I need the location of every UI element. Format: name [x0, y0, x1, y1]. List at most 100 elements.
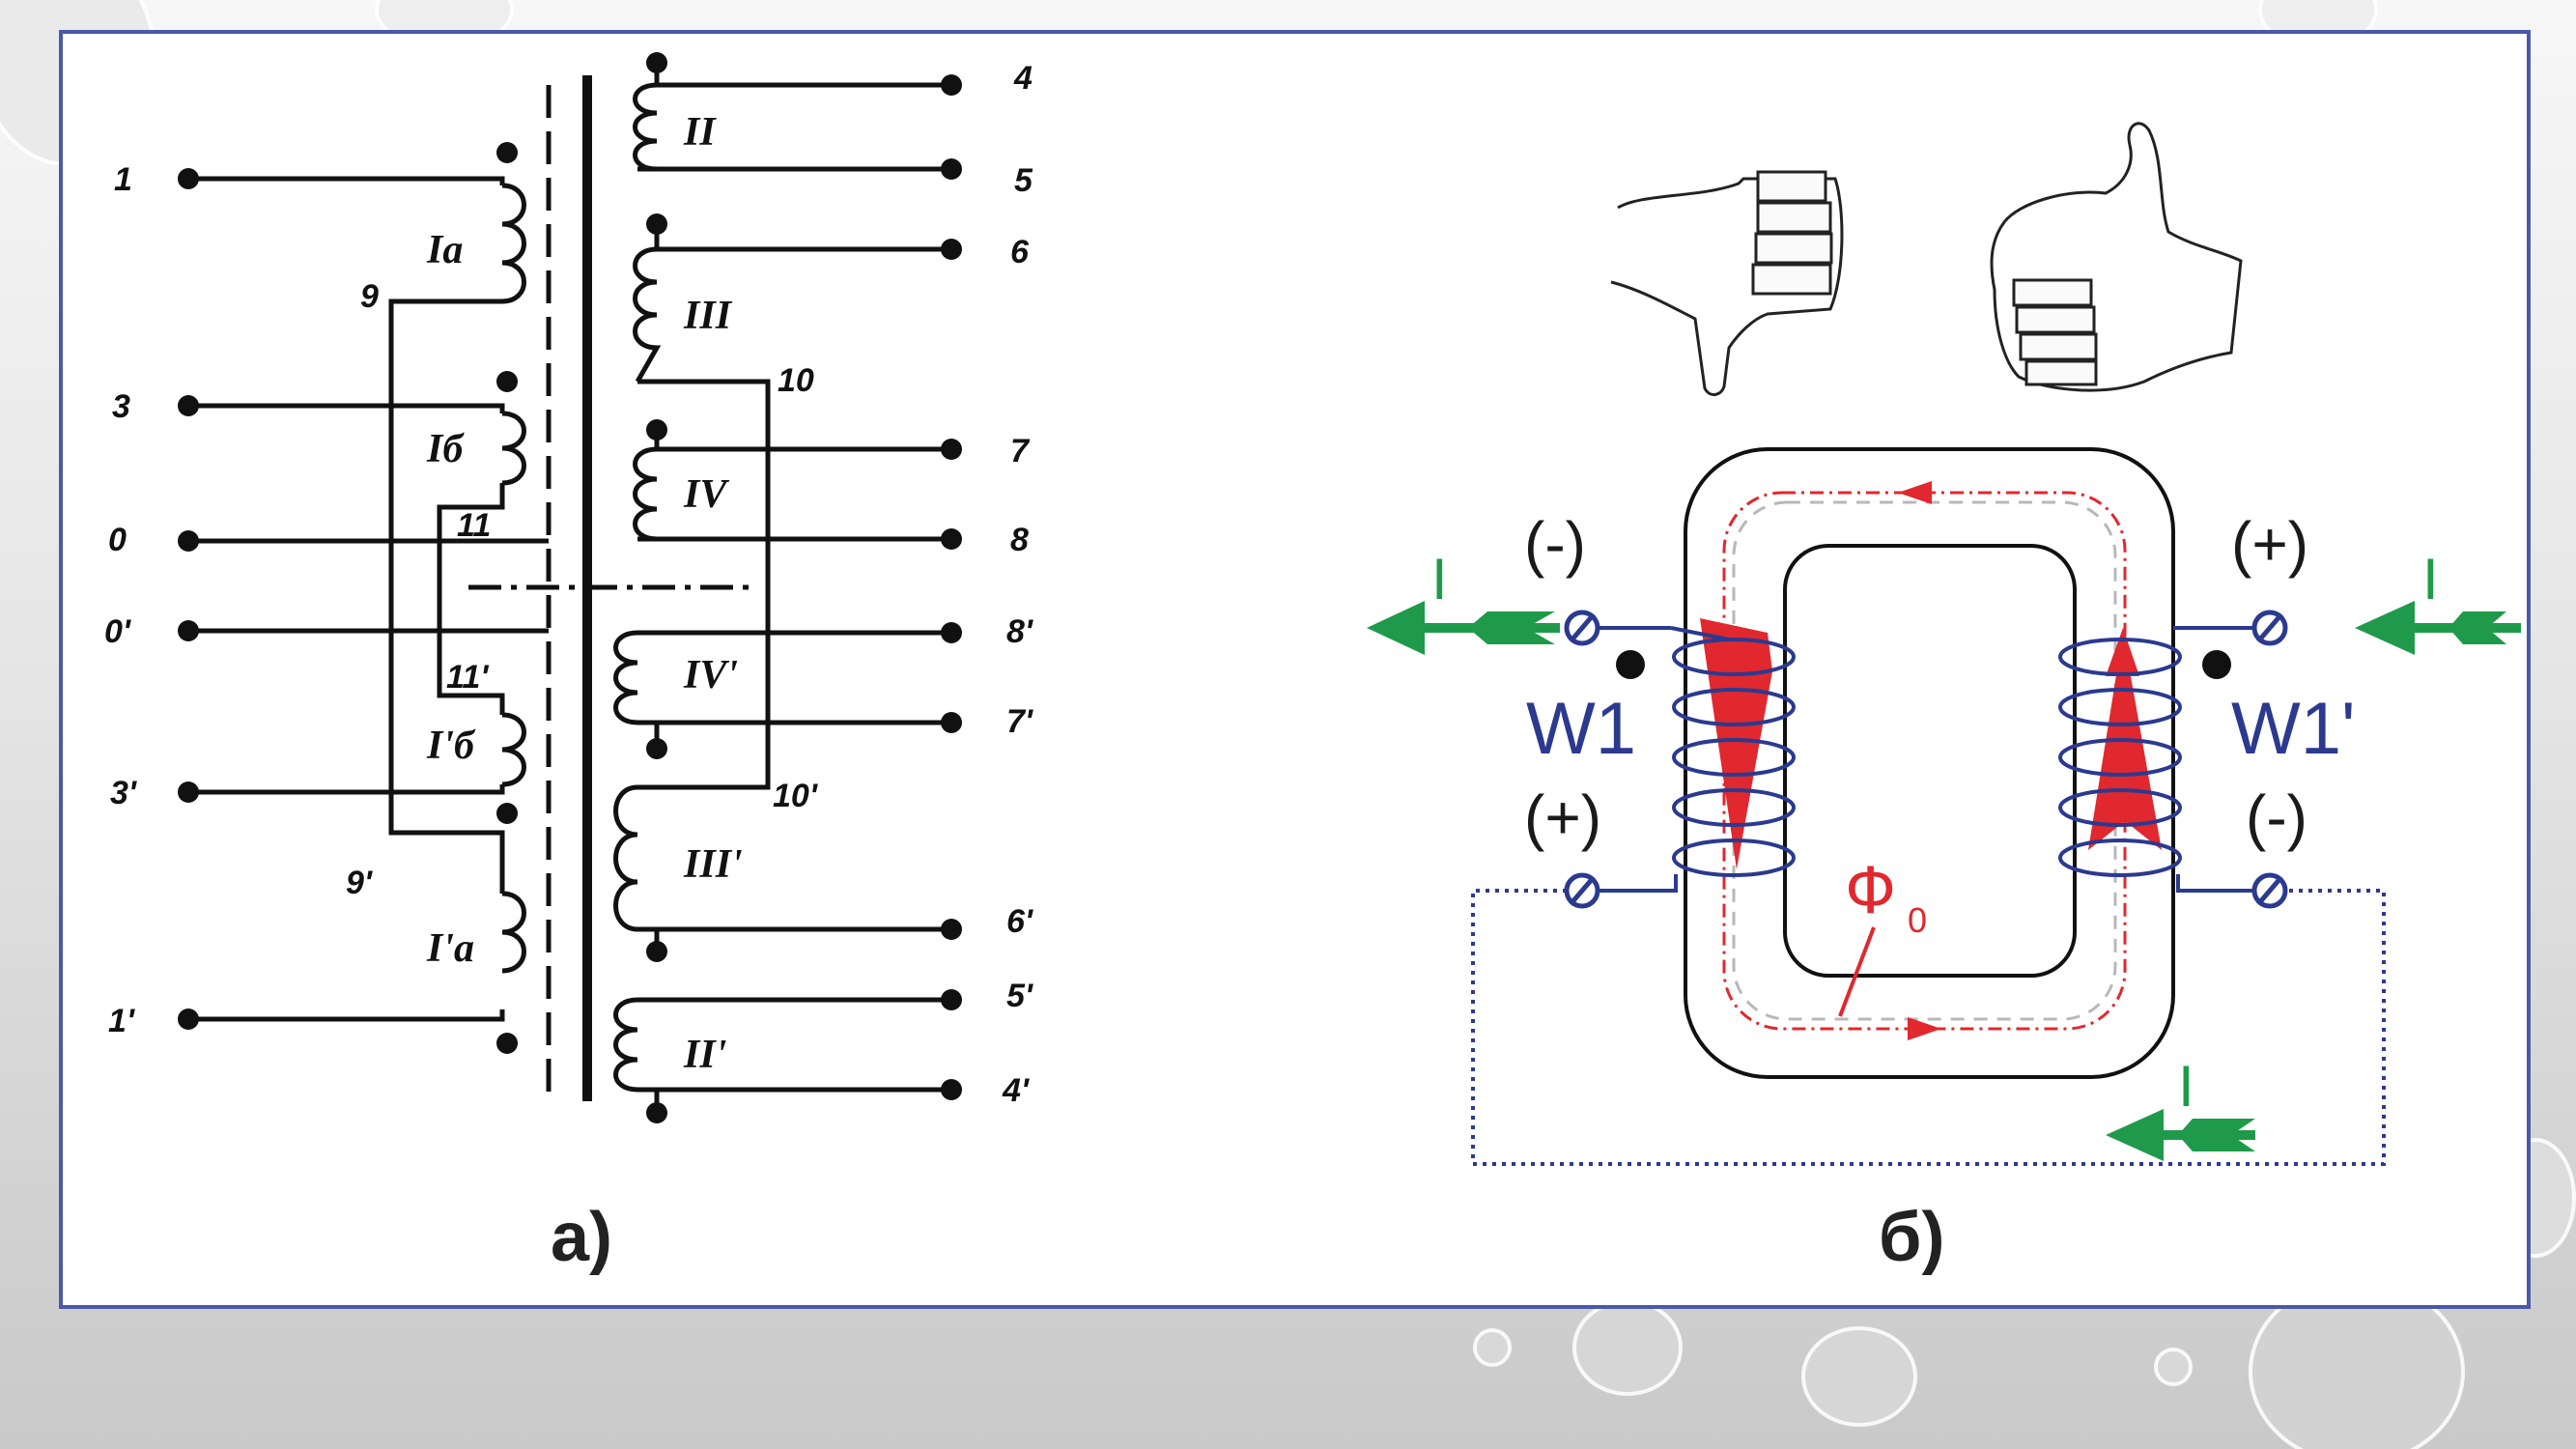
flux-label: Ф [1845, 852, 1896, 927]
coil-III [633, 246, 662, 384]
coil-III-prime [613, 784, 657, 932]
current-arrow-right-icon [2355, 601, 2521, 655]
caption-b: б) [1879, 1199, 1944, 1276]
coil-Ia [501, 183, 526, 304]
polarity-dot [496, 803, 518, 824]
winding-label-Ib: Iб [426, 427, 465, 471]
terminal-dot [941, 919, 962, 940]
terminal-screw-icon [2251, 610, 2288, 646]
drop-decoration [2154, 1348, 2193, 1386]
coil-IV [633, 446, 658, 542]
terminal-dot [941, 989, 962, 1010]
terminal-dot [178, 620, 199, 641]
junction-label-11: 11 [457, 507, 491, 544]
terminal-dot [178, 395, 199, 416]
terminal-label-4: 4 [1013, 60, 1033, 97]
terminal-label-5-prime: 5' [1006, 978, 1034, 1014]
terminal-dot [941, 1079, 962, 1100]
polarity-dot [646, 738, 667, 759]
series-connection-dotted [1471, 889, 2386, 1166]
polarity-dot [646, 213, 667, 235]
terminal-label-7-prime: 7' [1006, 703, 1034, 740]
junction-label-11-prime: 11' [446, 659, 490, 696]
terminal-label-5: 5 [1014, 162, 1033, 199]
terminal-dot [178, 530, 199, 552]
winding-left [1579, 626, 1796, 893]
coil-Ia-prime [501, 891, 526, 974]
winding-label-III-prime: III' [683, 842, 743, 887]
terminal-label-0: 0 [108, 522, 127, 558]
terminal-dot [941, 74, 962, 96]
thumb-down-hand-icon [1610, 170, 1844, 396]
lead-3-prime [188, 784, 505, 795]
polarity-dot [646, 1102, 667, 1123]
winding-label-III: III [683, 294, 733, 338]
terminal-screw-icon [2251, 872, 2288, 909]
polarity-dot [496, 371, 518, 392]
polarity-dot [2202, 650, 2231, 679]
polarity-dot [646, 52, 667, 73]
polarity-dot [496, 142, 518, 163]
terminal-label-8: 8 [1010, 522, 1029, 558]
drop-decoration [1473, 1328, 1512, 1367]
winding-label-IV-prime: IV' [683, 653, 738, 697]
winding-label-II-prime: II' [683, 1033, 726, 1077]
polarity-dot [646, 419, 667, 440]
junction-label-9-prime: 9' [346, 865, 374, 901]
winding-label-Ia-prime: I'а [426, 926, 474, 971]
junction-label-9: 9 [360, 278, 379, 315]
coil-II [633, 82, 658, 172]
terminal-screw-icon [1564, 610, 1600, 646]
flux-label-subscript: 0 [1908, 900, 1927, 940]
polarity-right-top: (+) [2231, 509, 2308, 579]
terminal-dot [941, 712, 962, 733]
terminal-dot [941, 439, 962, 460]
flux-arrow-bottom [1908, 1017, 1941, 1040]
flux-wedge-right-up-tip [2106, 628, 2139, 676]
winding-label-Ia: Iа [426, 228, 463, 272]
flux-wedge-left-down [1700, 618, 1772, 869]
terminal-label-1: 1 [114, 161, 132, 198]
polarity-left-top: (-) [1524, 509, 1586, 579]
terminal-dot [941, 239, 962, 260]
terminal-label-7: 7 [1010, 433, 1031, 469]
lead-3 [188, 403, 505, 413]
coil-II-prime [613, 997, 657, 1093]
terminal-label-4-prime: 4' [1002, 1072, 1031, 1109]
current-arrow-bottom-icon [2106, 1109, 2255, 1161]
terminal-dot [941, 158, 962, 180]
polarity-left-bottom: (+) [1524, 782, 1601, 852]
flux-label-pointer [1838, 926, 1876, 1017]
terminal-screw-icon [1564, 872, 1600, 909]
junction-label-10: 10 [778, 362, 814, 399]
winding-label-Ib-prime: I'б [426, 724, 476, 768]
terminal-dot [178, 168, 199, 189]
winding-label-W1-prime: W1' [2231, 688, 2356, 770]
polarity-right-bottom: (-) [2246, 782, 2307, 852]
terminal-label-6: 6 [1010, 234, 1030, 270]
terminal-label-0-prime: 0' [104, 613, 132, 650]
polarity-dot [646, 941, 667, 962]
winding-right [2058, 626, 2270, 893]
terminal-dot [941, 622, 962, 643]
junction-label-10-prime: 10' [773, 778, 819, 814]
caption-a: а) [551, 1199, 612, 1276]
polarity-dot [496, 1033, 518, 1054]
current-label-right: I [2422, 547, 2439, 611]
terminal-dot [941, 528, 962, 550]
coil-Ib [501, 411, 526, 486]
link-9-9prime [388, 298, 505, 894]
terminal-label-1-prime: 1' [108, 1003, 136, 1039]
link-11-11prime [437, 483, 505, 715]
diagram-a [188, 68, 951, 1111]
winding-label-II: II [683, 110, 717, 155]
flux-arrow-top [1898, 481, 1932, 504]
magnetic-core-inner [1783, 544, 2077, 978]
terminal-dot [178, 1009, 199, 1030]
winding-label-W1: W1 [1526, 688, 1636, 770]
terminal-label-8-prime: 8' [1006, 613, 1034, 650]
terminal-dots-a [178, 52, 962, 1123]
drop-decoration [1572, 1299, 1683, 1396]
thumb-up-hand-icon [1990, 122, 2243, 392]
current-label-left: I [1431, 547, 1448, 611]
